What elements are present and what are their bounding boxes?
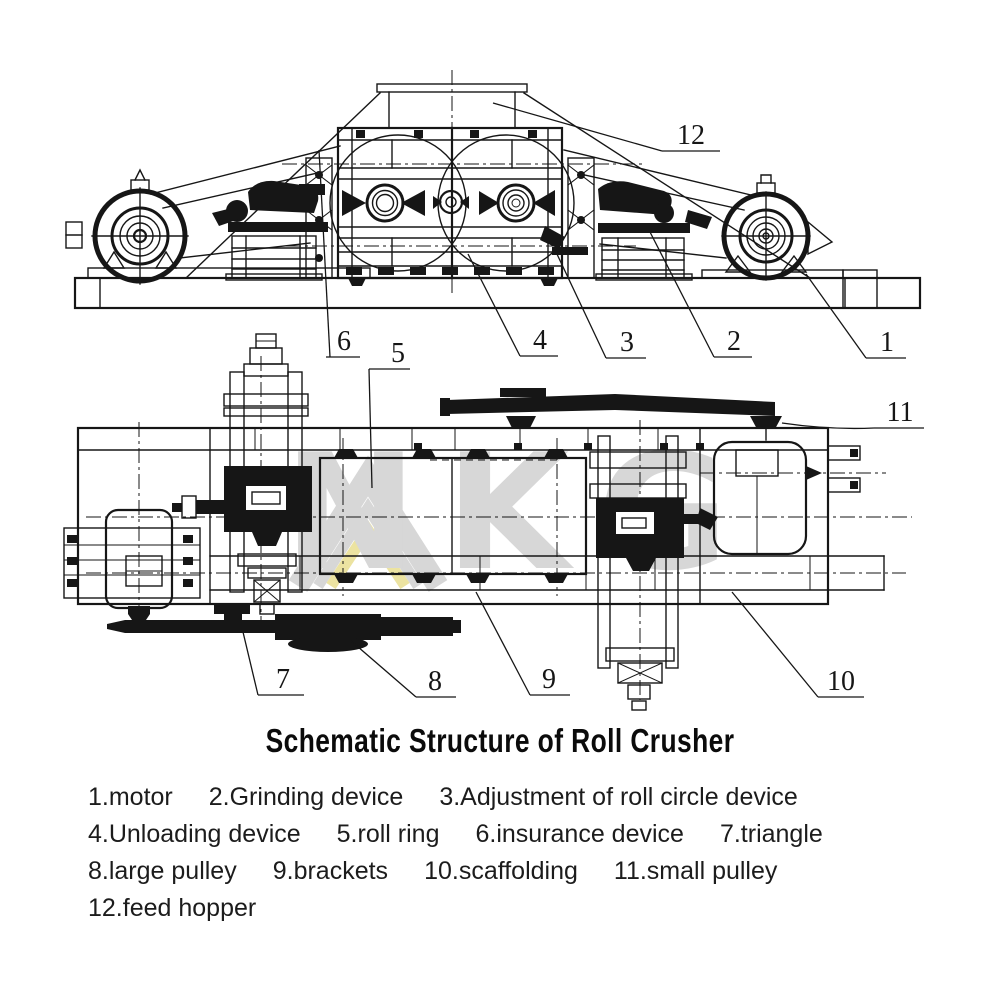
legend-item: 10.scaffolding [424, 857, 578, 885]
callout-4: 4 [467, 253, 558, 357]
right-bracket-assembly [589, 435, 718, 711]
legend-item: 2.Grinding device [208, 783, 404, 811]
frame-diagonals [150, 70, 811, 296]
legend-item: 7.triangle [719, 820, 823, 848]
callout-11: 11 [781, 397, 924, 430]
small-pulley-bar [440, 388, 782, 441]
callout-1: 1 [805, 273, 906, 359]
legend-item: 3.Adjustment of roll circle device [439, 783, 798, 811]
legend-row-2: 4.Unloading device 5.roll ring 6.insuran… [88, 816, 948, 853]
legend-item: 5.roll ring [336, 820, 440, 848]
legend-row-1: 1.motor 2.Grinding device 3.Adjustment o… [88, 779, 948, 816]
right-motor [721, 174, 834, 281]
feed-hopper [376, 83, 528, 129]
crusher-body [305, 126, 595, 286]
callout-2-number: 2 [727, 326, 741, 357]
callout-3: 3 [555, 251, 646, 359]
roll-assembly [318, 449, 588, 583]
legend-item: 1.motor [88, 783, 173, 811]
callout-10: 10 [731, 591, 864, 698]
callout-5-number: 5 [391, 338, 405, 369]
roll-crusher-drawing: NKG [63, 70, 924, 711]
legend-item: 12.feed hopper [88, 894, 257, 922]
callout-9: 9 [475, 591, 570, 696]
callout-11-number: 11 [887, 397, 914, 428]
callout-8-number: 8 [428, 666, 442, 697]
legend-item: 11.small pulley [613, 857, 778, 885]
callout-4-number: 4 [533, 325, 547, 356]
main-frame [76, 356, 912, 700]
legend-item: 4.Unloading device [88, 820, 301, 848]
callout-7-number: 7 [276, 664, 290, 695]
callout-6: 6 [318, 149, 360, 358]
left-motor [65, 168, 189, 285]
callouts: 12 1 2 3 4 6 5 [242, 102, 924, 698]
legend-item: 9.brackets [272, 857, 389, 885]
bottom-view: NKG [63, 333, 912, 711]
callout-6-number: 6 [337, 326, 351, 357]
right-drive-mechanism [540, 181, 712, 281]
figure-title: Schematic Structure of Roll Crusher [265, 722, 735, 759]
left-bracket-assembly [172, 333, 312, 615]
watermark-chevron-outer [288, 455, 448, 592]
legend-row-3: 8.large pulley 9.brackets 10.scaffolding… [88, 853, 948, 890]
callout-1-number: 1 [880, 327, 894, 358]
callout-12-number: 12 [677, 120, 705, 151]
callout-9-number: 9 [542, 664, 556, 695]
callout-12: 12 [492, 102, 720, 152]
scaffolding [700, 440, 886, 556]
legend-row-4: 12.feed hopper [88, 890, 948, 927]
callout-2: 2 [649, 231, 752, 358]
parts-legend: 1.motor 2.Grinding device 3.Adjustment o… [88, 779, 948, 927]
legend-item: 8.large pulley [88, 857, 237, 885]
base-frame [73, 267, 922, 310]
watermark-chevron-inner [313, 497, 423, 589]
large-pulley-bar [107, 614, 461, 652]
top-view [65, 70, 922, 310]
callout-7: 7 [242, 631, 304, 696]
callout-10-number: 10 [827, 666, 855, 697]
plan-motor [63, 508, 250, 622]
legend-item: 6.insurance device [475, 820, 684, 848]
callout-3-number: 3 [620, 327, 634, 358]
left-drive-mechanism [212, 180, 328, 281]
watermark-chevron-yellow [326, 520, 410, 590]
callout-5: 5 [368, 338, 410, 489]
callout-8: 8 [349, 639, 456, 698]
figure-title-wrap: Schematic Structure of Roll Crusher [0, 722, 1000, 760]
